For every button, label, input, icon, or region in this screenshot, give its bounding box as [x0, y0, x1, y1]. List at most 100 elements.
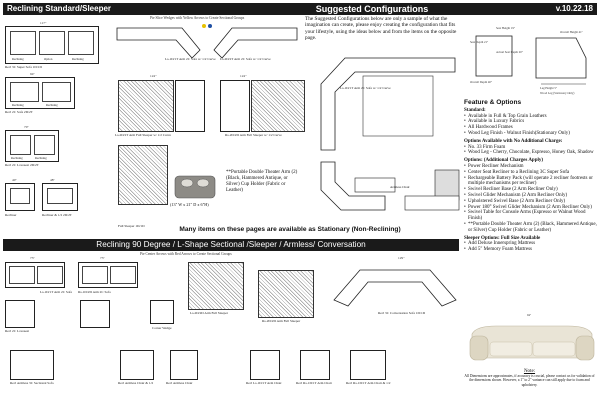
reclining-label: Reclining — [72, 57, 84, 61]
list-item: Rechargeable Battery Pack (will operate … — [464, 176, 597, 188]
super-sofa-diagram: Reclining Option Reclining — [5, 26, 99, 64]
cup-holder-dims: (13" W x 21" D x 6"H) — [170, 202, 209, 207]
cup-holder-image — [174, 175, 216, 199]
dim-label: 117" — [40, 21, 47, 25]
list-item: Center Seat Recliner to a Reclining 3C S… — [464, 170, 597, 176]
config-label: Full Sleeper 1D/1D — [118, 224, 145, 228]
arm-chair-half — [350, 350, 386, 380]
photo-dim: 94" — [527, 313, 532, 317]
loveseat-diagram — [80, 300, 110, 328]
config-label: Recl Armless 3C Sectional Sofa — [10, 381, 54, 385]
features-title: Feature & Options — [464, 99, 522, 106]
config-label: Ls-2D/2T Arm Full Sleeper w/ 1/2 Curve — [115, 133, 172, 137]
dim-wood-leg: Wood Leg (Stationary Only) — [540, 91, 575, 95]
arm-chair — [250, 350, 280, 380]
list-item: Available in Luxury Fabrics — [464, 119, 597, 125]
stationary-note: Many items on these pages are available … — [179, 226, 401, 233]
dim-actual-depth: Actual Seat Depth 20" — [496, 50, 523, 54]
header-middle-title: Suggested Configurations — [300, 3, 440, 15]
sleeper-title: Sleeper Options: Full Size Available — [464, 235, 541, 241]
list-item: Add Deluxe Innerspring Mattress — [464, 241, 597, 247]
list-item: Swivel Glider Mechanism (2 Arm Recliner … — [464, 193, 597, 199]
list-item: Upholstered Swivel Base (2 Arm Recliner … — [464, 199, 597, 205]
recliner-half-diagram — [42, 183, 78, 211]
corner-wedge — [150, 300, 174, 324]
armless-chair-half — [120, 350, 154, 380]
sofa-photo — [469, 325, 595, 361]
config-label: Corner Wedge — [152, 326, 172, 330]
config-label: Ls-1D/1T Arm 2C Sofa w/ 1/2 Curve — [165, 57, 216, 61]
config-label: Ls-2D/2D Arm Full Sleeper — [190, 311, 228, 315]
list-item: Power 180° Swivel Glider Mechanism (2 Ar… — [464, 205, 597, 211]
intro-paragraph: The Suggested Configurations below are o… — [305, 16, 457, 42]
section2-title: Reclining 90 Degree / L-Shape Sectional … — [3, 239, 459, 251]
armless-sofa — [10, 350, 54, 380]
config-label: Recl Ls-1D/1T Arm Chair — [246, 381, 282, 385]
sofa-diagram — [78, 262, 138, 288]
config-label: Recl Rs-1D/1T Arm Chair & 1/2 — [346, 381, 391, 385]
dim-label: 40" — [12, 178, 17, 182]
cup-holder-description: **Portable Double Theater Arm (2) (Black… — [226, 170, 298, 193]
list-item: Available in Full & Top Grain Leathers — [464, 114, 597, 120]
dim-label: 73" — [30, 256, 35, 260]
reclining-label: Reclining — [35, 156, 47, 160]
config-label: Rs-2D/2D Arm Full Sleeper — [262, 319, 301, 323]
sleeper-mattress — [118, 80, 174, 132]
dim-label: 48" — [50, 178, 55, 182]
loveseat-diagram — [5, 300, 35, 328]
no-charge-list: No. 33 Firm Foam Wood Leg - Cherry, Choc… — [464, 145, 597, 157]
conversation-sofa — [333, 269, 457, 307]
config-label: Ls-1D/1T Arm 2C Sofa — [40, 290, 73, 294]
seat-dimension-diagram — [475, 35, 587, 85]
list-item: Power Recliner Mechanism — [464, 164, 597, 170]
dim-label: 129" — [398, 256, 405, 260]
config-label: Recl 2C Sofa 2D/2T — [5, 110, 33, 114]
sofa-diagram — [5, 262, 65, 288]
list-item: **Portable Double Theater Arm (2) (Black… — [464, 222, 597, 234]
reclining-label: Reclining — [12, 103, 24, 107]
list-item: Wood Leg - Cherry, Chocolate, Espresso, … — [464, 150, 597, 156]
charges-list: Power Recliner Mechanism Center Seat Rec… — [464, 164, 597, 234]
config-label: Recliner & 1/2 2D/2T — [42, 213, 72, 217]
reclining-label: Reclining — [46, 103, 58, 107]
sleeper-curve — [175, 80, 205, 132]
recliner-diagram — [5, 183, 35, 211]
dim-overall-depth: Overall Depth 40" — [470, 80, 493, 84]
header-band — [123, 3, 300, 15]
curved-sofa-pair — [116, 24, 298, 59]
section2-note: Pie Center Arrows with Red Arrows to Cre… — [140, 252, 232, 256]
note-text: All Dimensions are approximates, if accu… — [464, 374, 595, 387]
sleeper-mattress — [258, 270, 314, 318]
config-label: Recl 3C Super Sofa 1D/1D — [5, 65, 42, 69]
arm-chair — [300, 350, 330, 380]
config-label: Recl 3C Conversation Sofa 1D/1D — [378, 311, 426, 315]
header-note: Pie Slice Wedges with Yellow Arrows to C… — [150, 16, 245, 20]
config-label: Ls-1D/1T Arm 2C Sofa w/ 1/2 Curve — [340, 86, 391, 90]
config-label: Armless Chair — [390, 185, 410, 189]
config-label: Recliner — [5, 213, 17, 217]
sofa-diagram: Reclining Reclining — [5, 77, 75, 109]
charges-title: Options: (Additional Charges Apply) — [464, 158, 544, 164]
standard-title: Standard: — [464, 107, 486, 113]
config-label: Recl 2C Loveseat — [5, 329, 30, 333]
sleeper-curve — [220, 80, 250, 132]
dim-label: 124" — [240, 74, 247, 78]
dim-label: 124" — [150, 74, 157, 78]
config-label: Rs-2D/2D Arm Full Sleeper w/ 1/2 Curve — [225, 133, 282, 137]
config-label: Recl Armless Chair — [166, 381, 193, 385]
config-label: Ls-2D/2T Arm 2C Sofa w/ 1/2 Curve — [220, 57, 271, 61]
list-item: All Hardwood Frames — [464, 125, 597, 131]
option-label: Option — [44, 57, 53, 61]
list-item: Wood Leg Finish - Walnut Finish(Stationa… — [464, 131, 597, 137]
sleeper-list: Add Deluxe Innerspring Mattress Add 5" M… — [464, 241, 597, 253]
list-item: Swivel Recliner Base (2 Arm Recliner Onl… — [464, 187, 597, 193]
dim-label: 73" — [100, 256, 105, 260]
dim-overall-height: Overall Height 41" — [560, 30, 583, 34]
l-sectional-diagram — [320, 57, 460, 211]
header-version: v.10.22.18 — [440, 3, 597, 15]
no-charge-title: Options Available with No Additional Cha… — [464, 138, 563, 144]
config-label: Recl Armless Chair & 1/2 — [118, 381, 154, 385]
list-item: No. 33 Firm Foam — [464, 145, 597, 151]
dim-seat-height: Seat Height 19" — [496, 26, 516, 30]
